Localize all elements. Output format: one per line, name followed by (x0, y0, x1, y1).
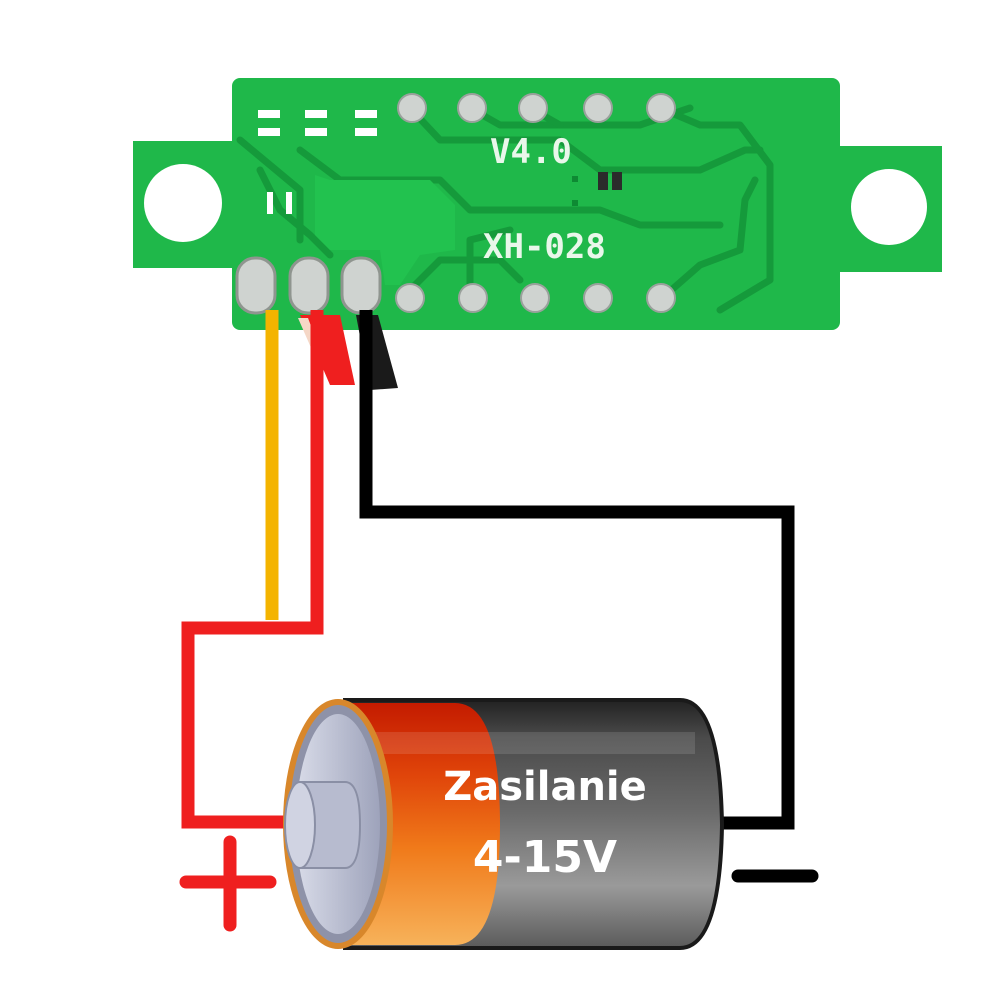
smd-components (258, 110, 622, 214)
left-mounting-hole (144, 164, 222, 242)
red-wire (181, 310, 324, 829)
battery-label-line1: Zasilanie (443, 764, 647, 810)
positive-symbol (179, 835, 277, 932)
wire-solder-pads (235, 256, 382, 315)
battery-label-line2: 4-15V (473, 832, 617, 883)
voltmeter-pcb: V4.0 XH-028 (133, 78, 942, 330)
battery-highlight (345, 732, 695, 754)
battery-positive-terminal (299, 781, 362, 869)
wiring (181, 310, 795, 830)
display-pin-pads (395, 93, 676, 313)
black-wire (359, 310, 795, 830)
right-mounting-hole (851, 169, 927, 245)
board-model-label: XH-028 (483, 227, 606, 267)
board-version-label: V4.0 (490, 132, 572, 172)
battery: Zasilanie 4-15V (283, 698, 725, 950)
ground-plane (315, 175, 455, 285)
